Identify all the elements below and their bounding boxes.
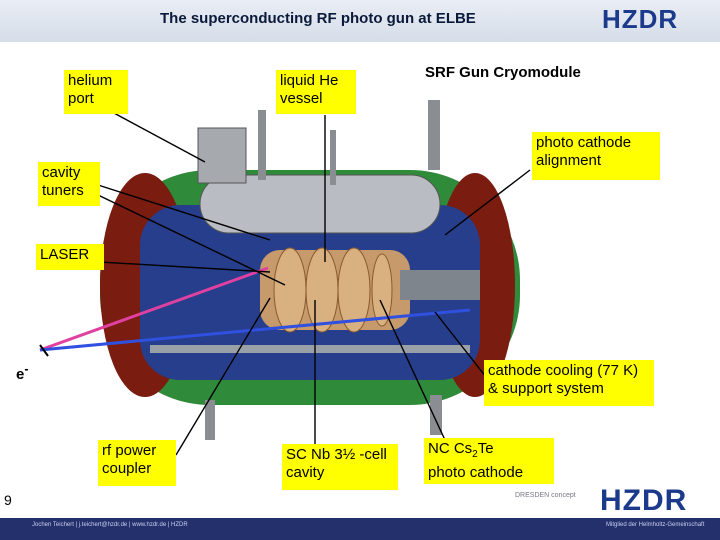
dresden-concept-logo: DRESDEN concept <box>515 492 595 514</box>
support-rod <box>150 345 470 353</box>
cathode-cooling-label: cathode cooling (77 K) & support system <box>484 360 654 406</box>
bottom-post-1 <box>205 400 215 440</box>
electron-label: e- <box>16 362 29 383</box>
helium-port-label: helium port <box>64 70 128 114</box>
top-post-3 <box>330 130 336 185</box>
cavity-tuners-label: cavity tuners <box>38 162 100 206</box>
top-post-2 <box>428 100 440 170</box>
srf-cryomodule-label: SRF Gun Cryomodule <box>425 64 581 81</box>
page-number: 9 <box>4 492 12 508</box>
liquid-he-tube <box>200 175 440 233</box>
rf-power-coupler-label: rf power coupler <box>98 440 176 486</box>
laser-label: LASER <box>36 244 104 270</box>
nc-cs2te-label: NC Cs2Te photo cathode <box>424 438 554 484</box>
cavity-cell-1 <box>274 248 306 332</box>
top-post-1 <box>258 110 266 180</box>
photo-cathode-alignment-label: photo cathode alignment <box>532 132 660 180</box>
footer-helmholtz: Mitglied der Helmholtz-Gemeinschaft <box>606 522 704 528</box>
sc-nb-cavity-label: SC Nb 3½ -cell cavity <box>282 444 398 490</box>
photo-cathode-line: photo cathode <box>428 464 550 482</box>
nc-cs2te-prefix: NC Cs <box>428 440 472 457</box>
cathode-support <box>400 270 480 300</box>
electron-label-sup: - <box>24 362 28 376</box>
nc-cs2te-line: NC Cs2Te <box>428 440 550 464</box>
nc-cs2te-suffix: Te <box>478 440 494 457</box>
helium-port-cylinder <box>198 128 246 183</box>
cavity-cell-half <box>372 254 392 326</box>
hzdr-logo-bottom: HZDR <box>600 484 687 518</box>
cavity-cell-2 <box>306 248 338 332</box>
liquid-he-label: liquid He vessel <box>276 70 356 114</box>
footer-contact: Jochen Teichert | j.teichert@hzdr.de | w… <box>32 522 188 528</box>
